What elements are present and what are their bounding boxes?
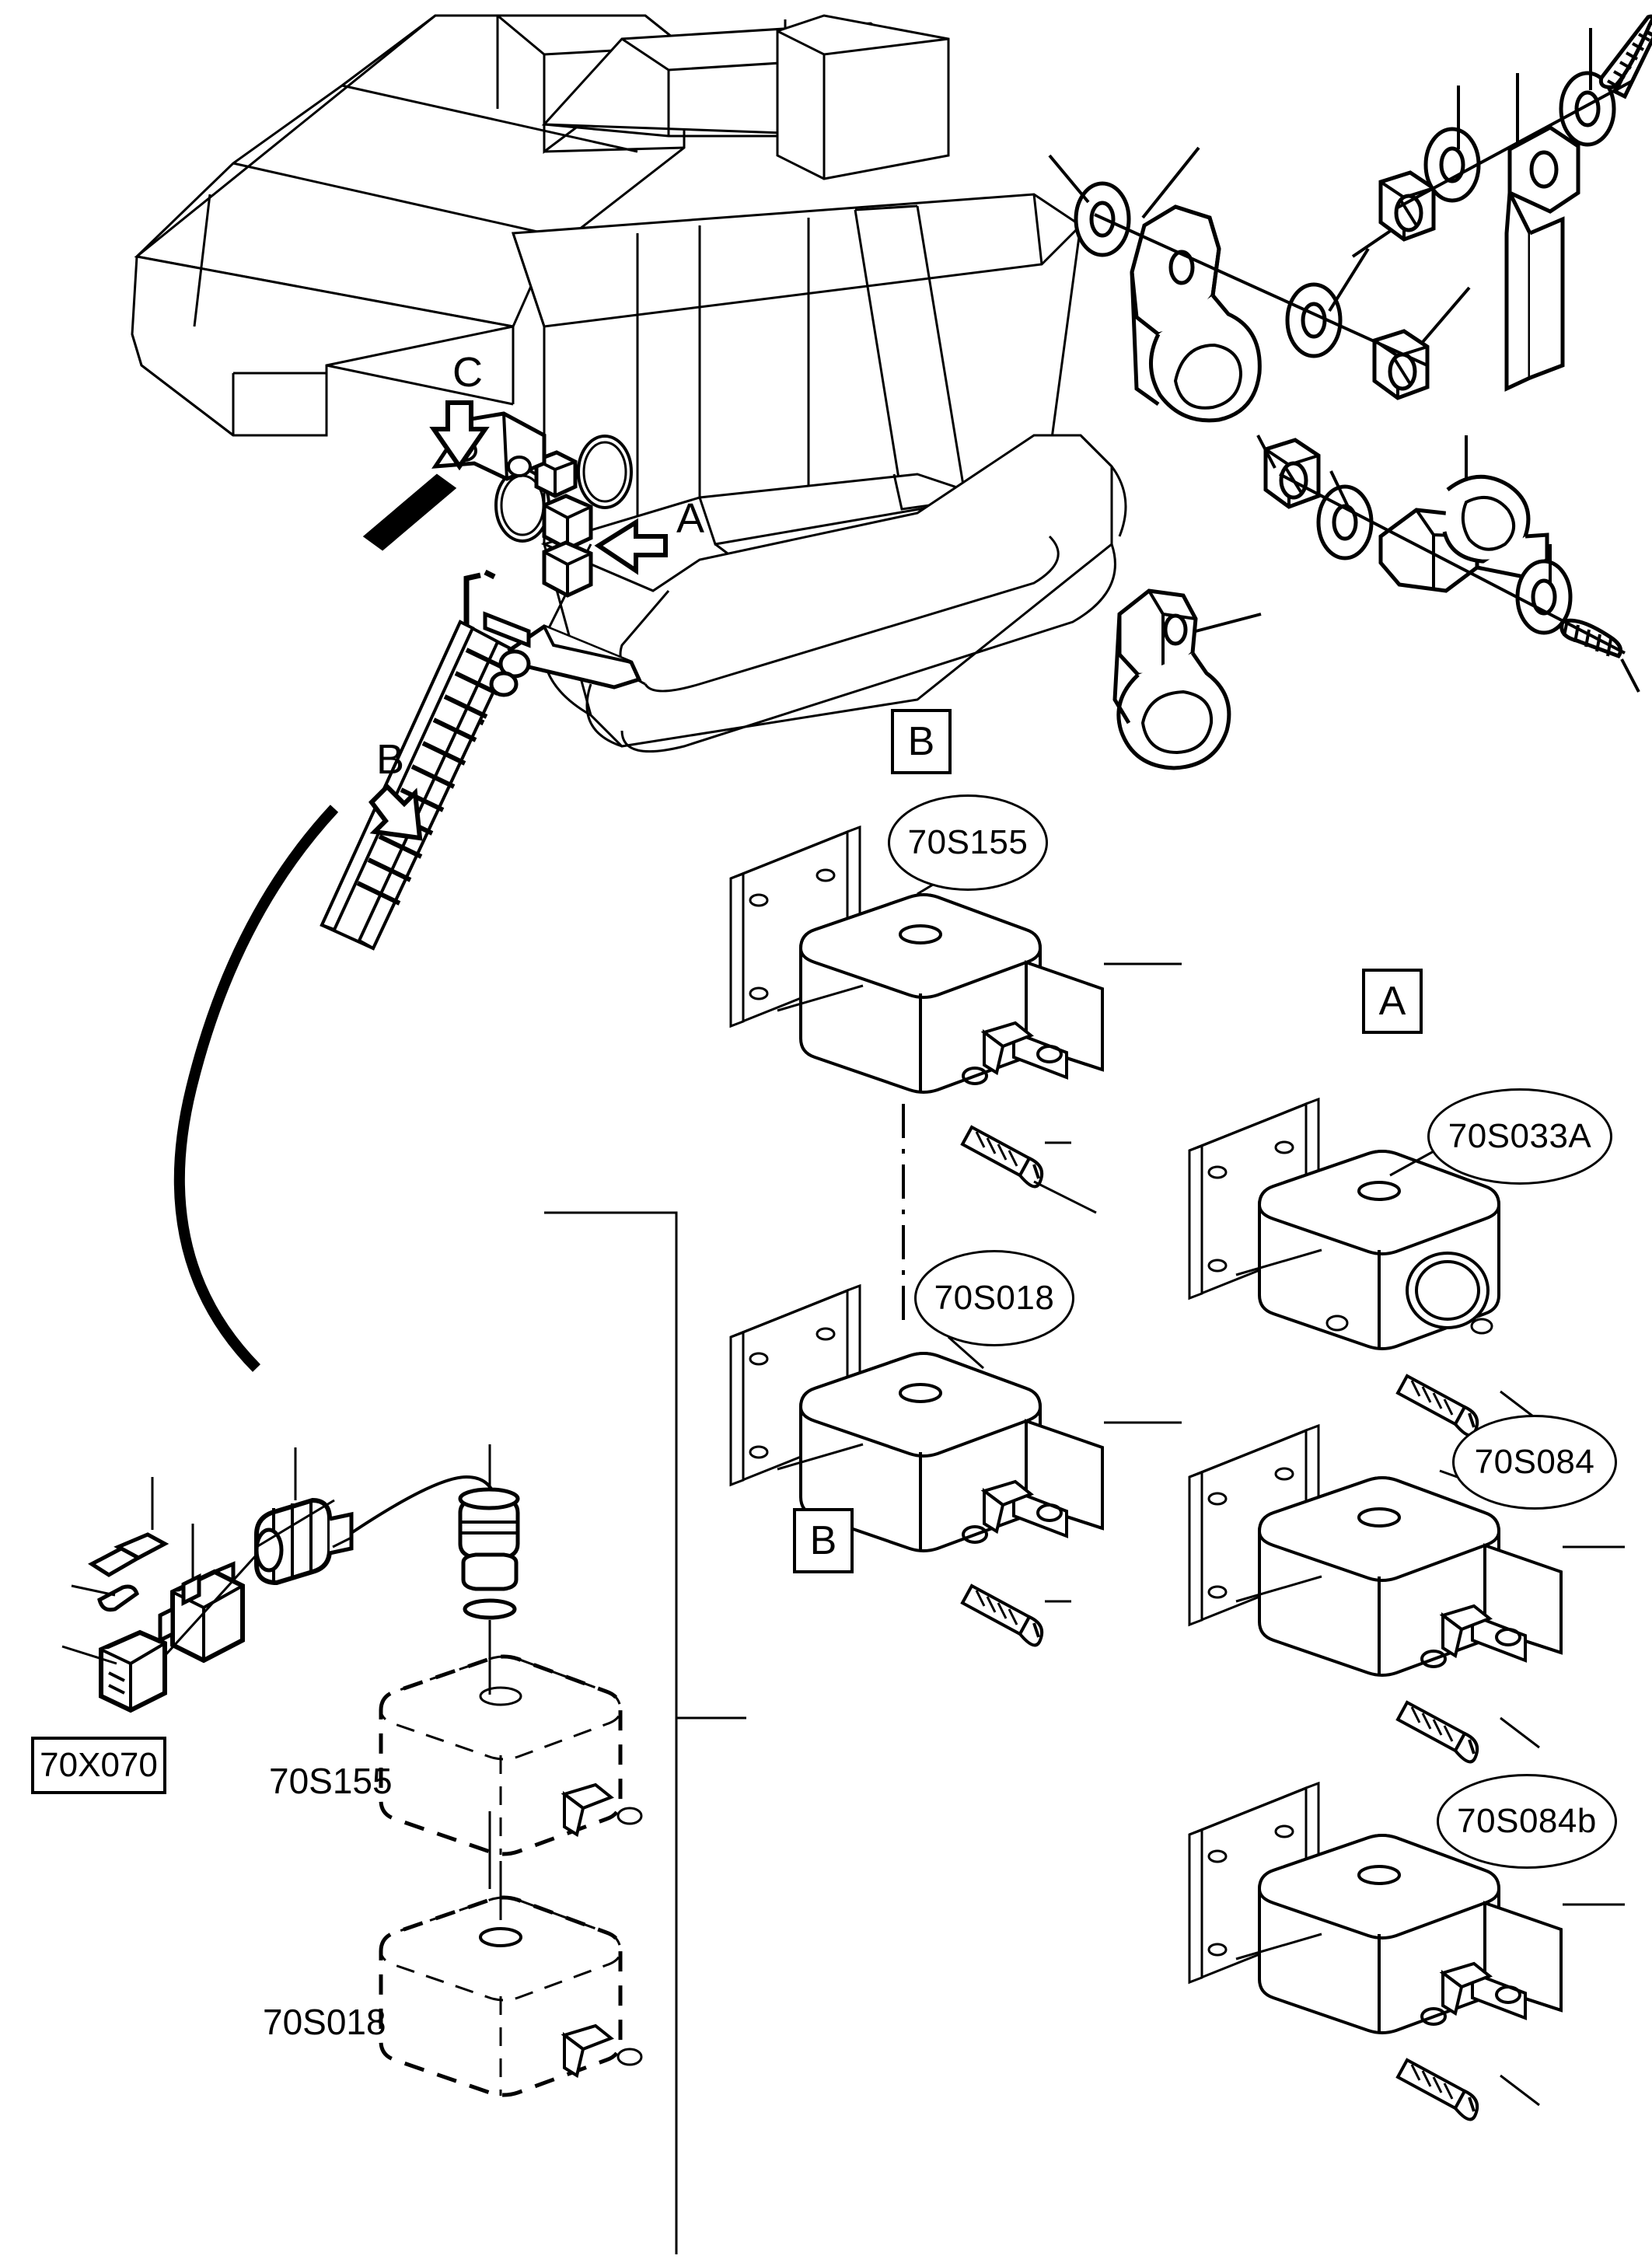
phantom-switch-70s018 xyxy=(381,1861,641,2096)
code-text-70s155: 70S155 xyxy=(269,1761,393,1801)
section-b-70s018-assembly xyxy=(729,1284,1182,1647)
p-clamp-part xyxy=(1112,588,1262,770)
arrow-down-icon xyxy=(429,400,490,471)
phantom-switch-70s155 xyxy=(381,1620,641,1855)
balloon-70s155[interactable]: 70S155 xyxy=(888,794,1048,891)
boxed-section-b-upper: B xyxy=(891,709,952,774)
detail-view-leader-curve xyxy=(173,805,339,1372)
section-letter-c: C xyxy=(452,349,483,396)
arrow-left-icon xyxy=(594,518,668,575)
section-letter-a: A xyxy=(676,495,705,542)
code-text-70s018: 70S018 xyxy=(263,2002,386,2042)
section-a-70s084-assembly xyxy=(1188,1424,1625,1764)
arrow-down-left-icon xyxy=(368,783,423,841)
hardware-cluster-clamp-upper xyxy=(1048,146,1471,423)
machine-illustration xyxy=(131,14,1127,753)
hardware-cluster-bracket xyxy=(1351,14,1652,392)
code-box-70x070[interactable]: 70X070 xyxy=(31,1737,166,1794)
direction-arrows xyxy=(368,400,668,841)
balloon-70s033a[interactable]: 70S033A xyxy=(1427,1088,1612,1185)
access-ladder xyxy=(320,611,642,951)
balloon-70s084b[interactable]: 70S084b xyxy=(1437,1774,1617,1869)
boxed-section-a: A xyxy=(1362,969,1423,1034)
hardware-cluster-hinge-clamp xyxy=(1256,435,1640,693)
section-letter-b: B xyxy=(376,736,405,783)
balloon-70s084[interactable]: 70S084 xyxy=(1452,1415,1617,1510)
balloon-70s018[interactable]: 70S018 xyxy=(914,1250,1074,1346)
detail-group-bracket xyxy=(544,1211,746,2254)
boxed-section-b-lower: B xyxy=(793,1508,854,1573)
connector-harness-detail xyxy=(61,1444,520,1713)
